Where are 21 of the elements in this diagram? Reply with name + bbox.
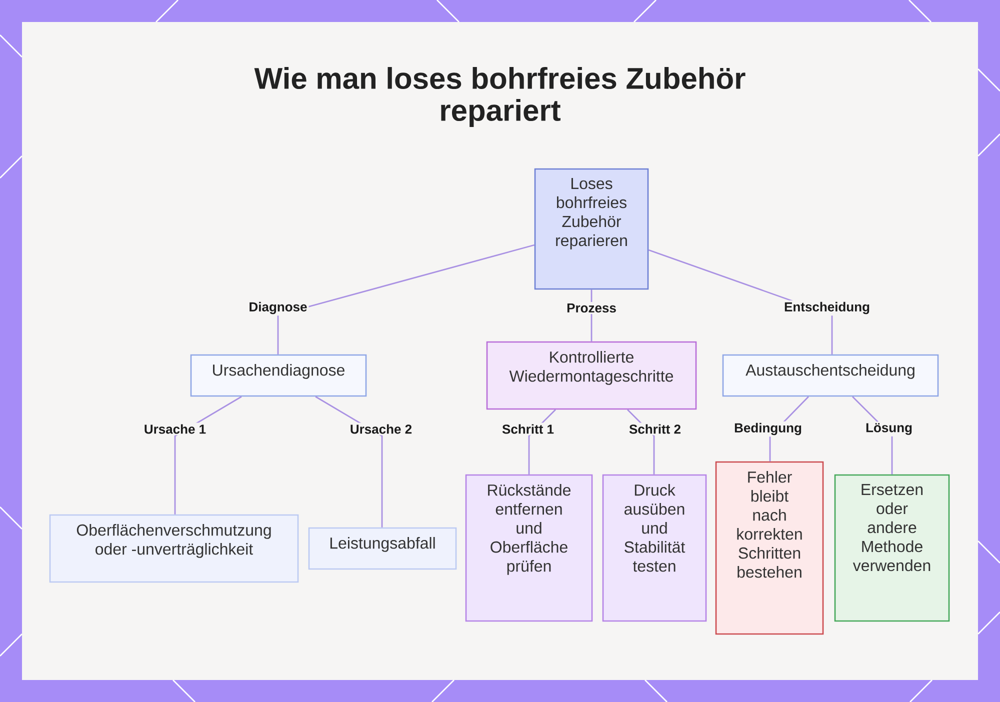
edge-label: Ursache 2: [348, 422, 414, 436]
connector-line: [277, 244, 535, 354]
leaf-box: Ersetzen oder andere Methode verwenden: [834, 474, 950, 622]
leaf-box: Rückstände entfernen und Oberfläche prüfen: [465, 474, 593, 622]
edge-label: Schritt 1: [500, 422, 556, 436]
title: Wie man loses bohrfreies Zubehör repariert: [254, 67, 746, 127]
branch-box: Austauschentscheidung: [722, 354, 939, 397]
edge-label: Ursache 1: [142, 422, 208, 436]
edge-label: Schritt 2: [628, 422, 683, 436]
edge-label: Prozess: [565, 302, 618, 314]
edge-label: Diagnose: [247, 300, 309, 316]
branch-box: Kontrollierte Wiedermontageschritte: [486, 341, 697, 410]
leaf-box: Leistungsabfall: [308, 527, 457, 570]
leaf-box: Fehler bleibt nach korrekten Schritten bestehen: [715, 461, 824, 635]
leaf-box: Druck ausüben und Stabilität testen: [602, 474, 707, 622]
root-box: Loses bohrfreies Zubehör reparieren: [534, 168, 649, 290]
edge-label: Bedingung: [732, 421, 804, 437]
edge-label: Lösung: [864, 422, 914, 436]
branch-box: Ursachendiagnose: [190, 354, 367, 397]
leaf-box: Oberflächenverschmutzung oder -unverträglichkeit: [49, 514, 299, 583]
edge-label: Entscheidung: [782, 300, 872, 316]
